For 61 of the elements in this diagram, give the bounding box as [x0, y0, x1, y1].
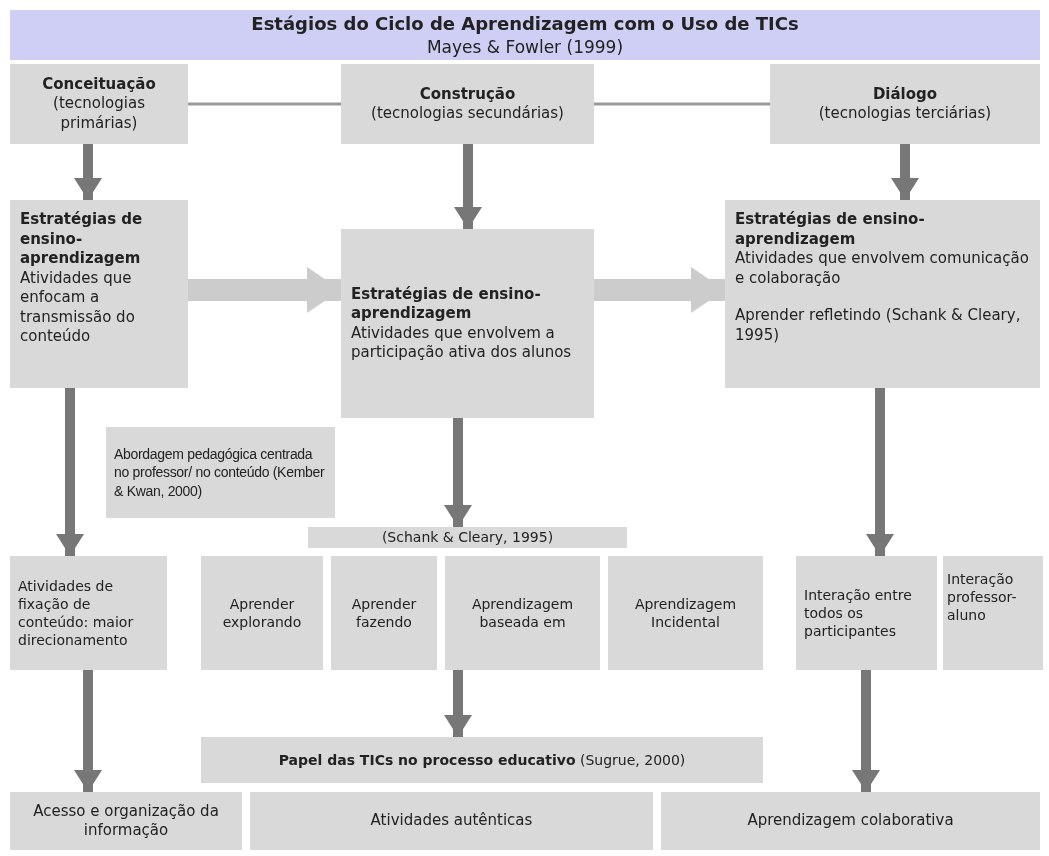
connector-line	[188, 102, 341, 106]
block-arrow	[188, 267, 341, 313]
body-text: Atividades que enfocam a transmissão do conteúdo	[20, 268, 136, 347]
text-box	[250, 792, 653, 850]
body-text: Aprendizagem baseada em	[470, 594, 575, 632]
text-box	[341, 229, 594, 418]
body-text: Aprender explorando	[221, 594, 303, 632]
body-text: Papel das TICs no processo educativo (Sugrue, 2000)	[277, 750, 687, 770]
arrow	[444, 670, 472, 737]
text-box	[943, 556, 1043, 670]
body-text: Interação professor-aluno	[947, 570, 1018, 625]
body-text: Aprendizagem Incidental	[633, 594, 738, 632]
body-text: Acesso e organização da informação	[32, 801, 220, 841]
body-text: Abordagem pedagógica centrada no professor/ no conteúdo (Kember & Kwan, 2000)	[114, 445, 326, 500]
body-text: Atividades que envolvem a participação ativa dos alunos	[351, 323, 573, 363]
heading-text: Estratégias de ensino-aprendizagem	[351, 284, 542, 324]
text-box	[10, 200, 188, 388]
arrow	[56, 388, 84, 556]
text-box	[661, 792, 1040, 850]
body-text: Aprender refletindo (Schank & Cleary, 1995)	[735, 306, 1022, 345]
arrow	[444, 418, 472, 527]
heading-text: Estratégias de ensino-aprendizagem	[20, 210, 144, 269]
body-text: (tecnologias primárias)	[52, 94, 146, 134]
text-box	[725, 200, 1040, 388]
text-box	[201, 737, 763, 783]
subtitle-text: Mayes & Fowler (1999)	[425, 35, 625, 58]
text-box	[10, 792, 242, 850]
body-text: (tecnologias terciárias)	[817, 104, 993, 124]
text-box	[796, 556, 937, 670]
text-box	[308, 527, 627, 548]
text-box	[331, 556, 437, 670]
heading-text: Construção	[418, 84, 517, 104]
title-band	[10, 10, 1040, 60]
body-text: Atividades que envolvem comunicação e colaboração	[735, 249, 1030, 288]
arrow	[74, 670, 102, 792]
text-box	[770, 64, 1040, 144]
text-box	[10, 64, 188, 144]
title-text: Estágios do Ciclo de Aprendizagem com o Uso de TICs	[250, 12, 800, 36]
connector-line	[594, 102, 770, 106]
body-text: Aprendizagem colaborativa	[746, 811, 955, 831]
arrow	[866, 388, 894, 556]
heading-text: Conceituação	[41, 74, 157, 95]
arrow	[454, 144, 482, 229]
body-text: (Schank & Cleary, 1995)	[380, 528, 555, 547]
text-box	[10, 556, 167, 670]
text-box	[608, 556, 763, 670]
body-text: Interação entre todos os participantes	[804, 585, 913, 641]
body-text: Aprender fazendo	[350, 594, 418, 632]
body-text: Atividades autênticas	[369, 811, 534, 831]
body-text: (tecnologias secundárias)	[370, 104, 565, 124]
arrow	[74, 144, 102, 200]
block-arrow	[594, 267, 725, 313]
text-box	[341, 64, 594, 144]
arrow	[891, 144, 919, 200]
text-box	[201, 556, 323, 670]
text-box	[106, 427, 335, 518]
body-text: Atividades de fixação de conteúdo: maior direcionamento	[18, 576, 135, 650]
heading-text: Diálogo	[871, 84, 939, 104]
arrow	[852, 670, 880, 792]
heading-text: Estratégias de ensino-aprendizagem	[735, 210, 926, 249]
text-box	[445, 556, 600, 670]
